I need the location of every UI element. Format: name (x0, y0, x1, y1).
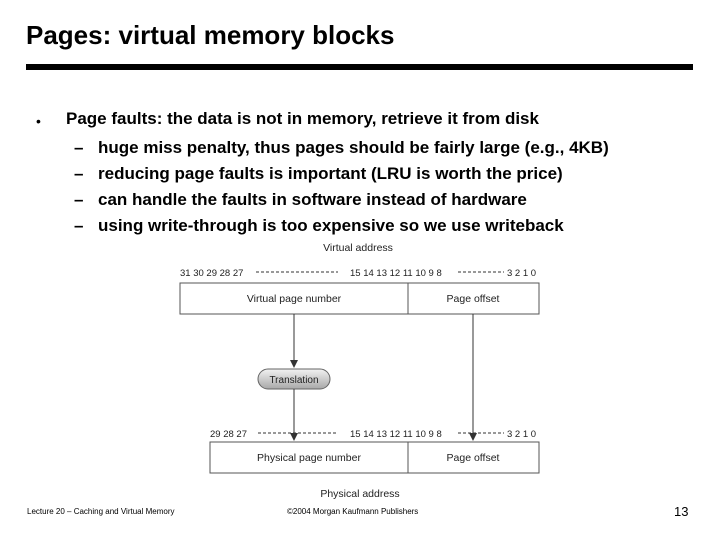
virtual-address-caption: Virtual address (323, 242, 393, 254)
virtual-bit-labels-low: 3 2 1 0 (507, 268, 536, 279)
virtual-page-number-label: Virtual page number (247, 293, 342, 305)
sub-bullet-item: – reducing page faults is important (LRU… (74, 161, 609, 187)
dash-marker: – (74, 190, 84, 209)
translation-label: Translation (269, 375, 318, 386)
bullet-marker: • (36, 113, 41, 129)
sub-bullet-text: using write-through is too expensive so … (98, 216, 564, 235)
physical-page-offset-field (407, 441, 540, 474)
dash-marker: – (74, 164, 84, 183)
main-bullet-text: Page faults: the data is not in memory, … (66, 109, 539, 128)
physical-address-caption: Physical address (320, 488, 399, 500)
physical-page-offset-label: Page offset (447, 452, 500, 464)
dash-marker: – (74, 216, 84, 235)
virtual-bit-labels-high: 31 30 29 28 27 (180, 268, 243, 279)
title-divider (26, 64, 693, 70)
arrowhead-icon (469, 433, 477, 441)
virtual-page-offset-field (407, 282, 540, 315)
physical-page-number-label: Physical page number (257, 452, 361, 464)
page-number: 13 (674, 504, 689, 519)
arrowhead-icon (290, 360, 298, 368)
virtual-page-offset-label: Page offset (447, 293, 500, 305)
physical-bit-labels-low: 3 2 1 0 (507, 429, 536, 440)
footer-copyright: ©2004 Morgan Kaufmann Publishers (287, 507, 419, 516)
sub-bullet-item: – can handle the faults in software inst… (74, 187, 609, 213)
sub-bullet-list: – huge miss penalty, thus pages should b… (74, 135, 609, 239)
slide-title: Pages: virtual memory blocks (26, 20, 395, 50)
physical-bit-labels-mid: 15 14 13 12 11 10 9 8 (350, 429, 442, 440)
sub-bullet-text: reducing page faults is important (LRU i… (98, 164, 563, 183)
sub-bullet-text: huge miss penalty, thus pages should be … (98, 138, 609, 157)
sub-bullet-item: – huge miss penalty, thus pages should b… (74, 135, 609, 161)
footer-lecture-title: Lecture 20 – Caching and Virtual Memory (27, 507, 175, 516)
dash-marker: – (74, 138, 84, 157)
address-translation-diagram: Virtual address 31 30 29 28 27 15 14 13 … (170, 236, 550, 502)
sub-bullet-item: – using write-through is too expensive s… (74, 213, 609, 239)
arrowhead-icon (290, 433, 298, 441)
virtual-bit-labels-mid: 15 14 13 12 11 10 9 8 (350, 268, 442, 279)
physical-page-number-field (209, 441, 409, 474)
virtual-page-number-field (179, 282, 409, 315)
physical-bit-labels-high: 29 28 27 (210, 429, 247, 440)
sub-bullet-text: can handle the faults in software instea… (98, 190, 527, 209)
